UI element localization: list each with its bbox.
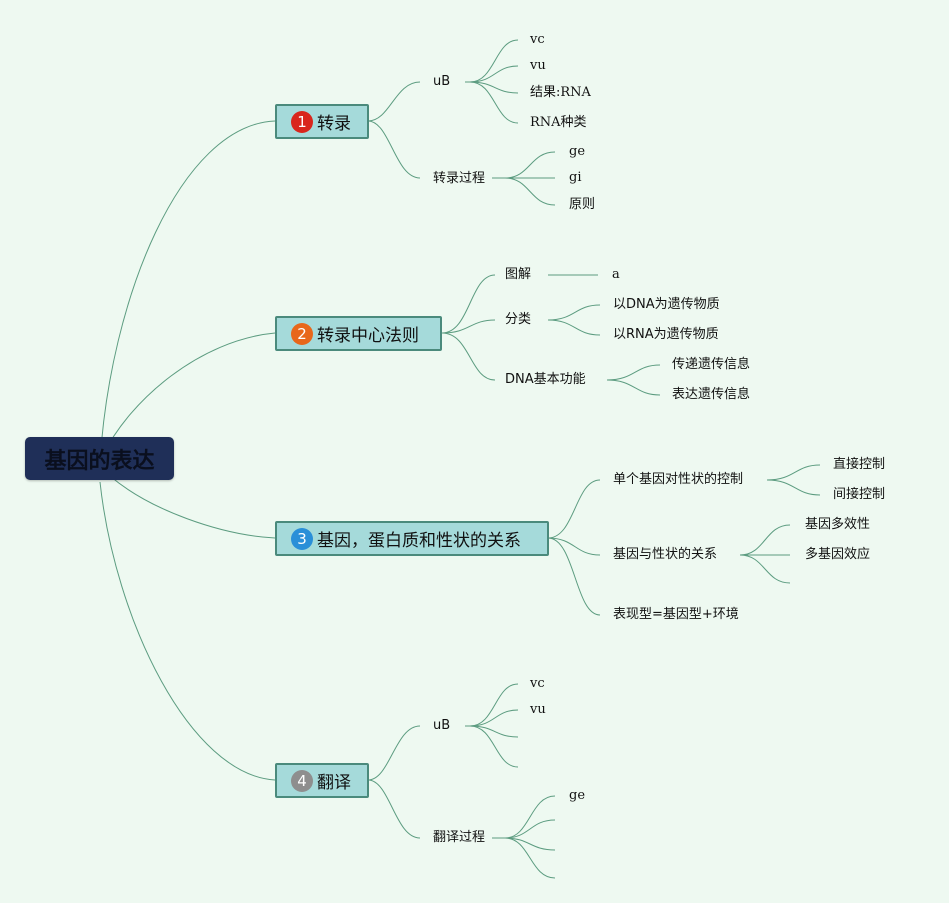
- branch-transcription[interactable]: 1 转录: [275, 104, 369, 139]
- branch-label: 转录中心法则: [317, 326, 419, 346]
- subtopic-phenotype-formula[interactable]: 表现型=基因型+环境: [613, 607, 739, 622]
- branch-label: 基因，蛋白质和性状的关系: [317, 531, 521, 551]
- leaf-vc[interactable]: vc: [530, 676, 545, 691]
- branch-translation[interactable]: 4 翻译: [275, 763, 369, 798]
- subtopic-gene-trait-relation[interactable]: 基因与性状的关系: [613, 547, 718, 562]
- subtopic-ub[interactable]: uB: [433, 74, 451, 89]
- leaf-a[interactable]: a: [612, 267, 620, 282]
- subtopic-dna-functions[interactable]: DNA基本功能: [505, 372, 586, 387]
- subtopic-ub[interactable]: uB: [433, 718, 451, 733]
- subtopic-diagram[interactable]: 图解: [505, 267, 532, 282]
- leaf-principle[interactable]: 原则: [569, 197, 596, 212]
- subtopic-classification[interactable]: 分类: [505, 312, 532, 327]
- number-badge-icon: 3: [291, 527, 313, 550]
- leaf-pleiotropy[interactable]: 基因多效性: [805, 517, 871, 532]
- branch-label: 转录: [317, 114, 351, 134]
- leaf-result-rna[interactable]: 结果:RNA: [530, 85, 591, 100]
- leaf-ge[interactable]: ge: [569, 788, 586, 803]
- leaf-direct-control[interactable]: 直接控制: [833, 457, 886, 472]
- root-title: 基因的表达: [44, 448, 155, 474]
- leaf-vu[interactable]: vu: [530, 58, 546, 73]
- subtopic-transcription-process[interactable]: 转录过程: [433, 171, 486, 186]
- edge-root-b4: [99, 481, 276, 781]
- subtopic-translation-process[interactable]: 翻译过程: [433, 830, 486, 845]
- branch-central-dogma[interactable]: 2 转录中心法则: [275, 316, 442, 351]
- branch-gene-protein-trait[interactable]: 3 基因，蛋白质和性状的关系: [275, 521, 549, 556]
- edge-root-b3: [109, 475, 276, 539]
- edge-root-b1: [99, 120, 276, 463]
- number-badge-icon: 1: [291, 110, 313, 133]
- leaf-ge[interactable]: ge: [569, 144, 586, 159]
- subtopic-single-gene-control[interactable]: 单个基因对性状的控制: [613, 472, 744, 487]
- leaf-rna-types[interactable]: RNA种类: [530, 115, 587, 130]
- branch-label: 翻译: [317, 773, 351, 793]
- number-badge-icon: 4: [291, 769, 313, 792]
- leaf-transmit-info[interactable]: 传递遗传信息: [672, 357, 751, 372]
- leaf-gi[interactable]: gi: [569, 170, 582, 185]
- leaf-express-info[interactable]: 表达遗传信息: [672, 387, 751, 402]
- number-badge-icon: 2: [291, 322, 313, 345]
- leaf-vu[interactable]: vu: [530, 702, 546, 717]
- leaf-vc[interactable]: vc: [530, 32, 545, 47]
- root-topic[interactable]: 基因的表达: [25, 437, 174, 480]
- leaf-rna-genetic-material[interactable]: 以RNA为遗传物质: [613, 327, 719, 342]
- leaf-dna-genetic-material[interactable]: 以DNA为遗传物质: [613, 297, 720, 312]
- leaf-indirect-control[interactable]: 间接控制: [833, 487, 886, 502]
- leaf-polygenic-effect[interactable]: 多基因效应: [805, 547, 871, 562]
- edge-root-b2: [102, 332, 276, 456]
